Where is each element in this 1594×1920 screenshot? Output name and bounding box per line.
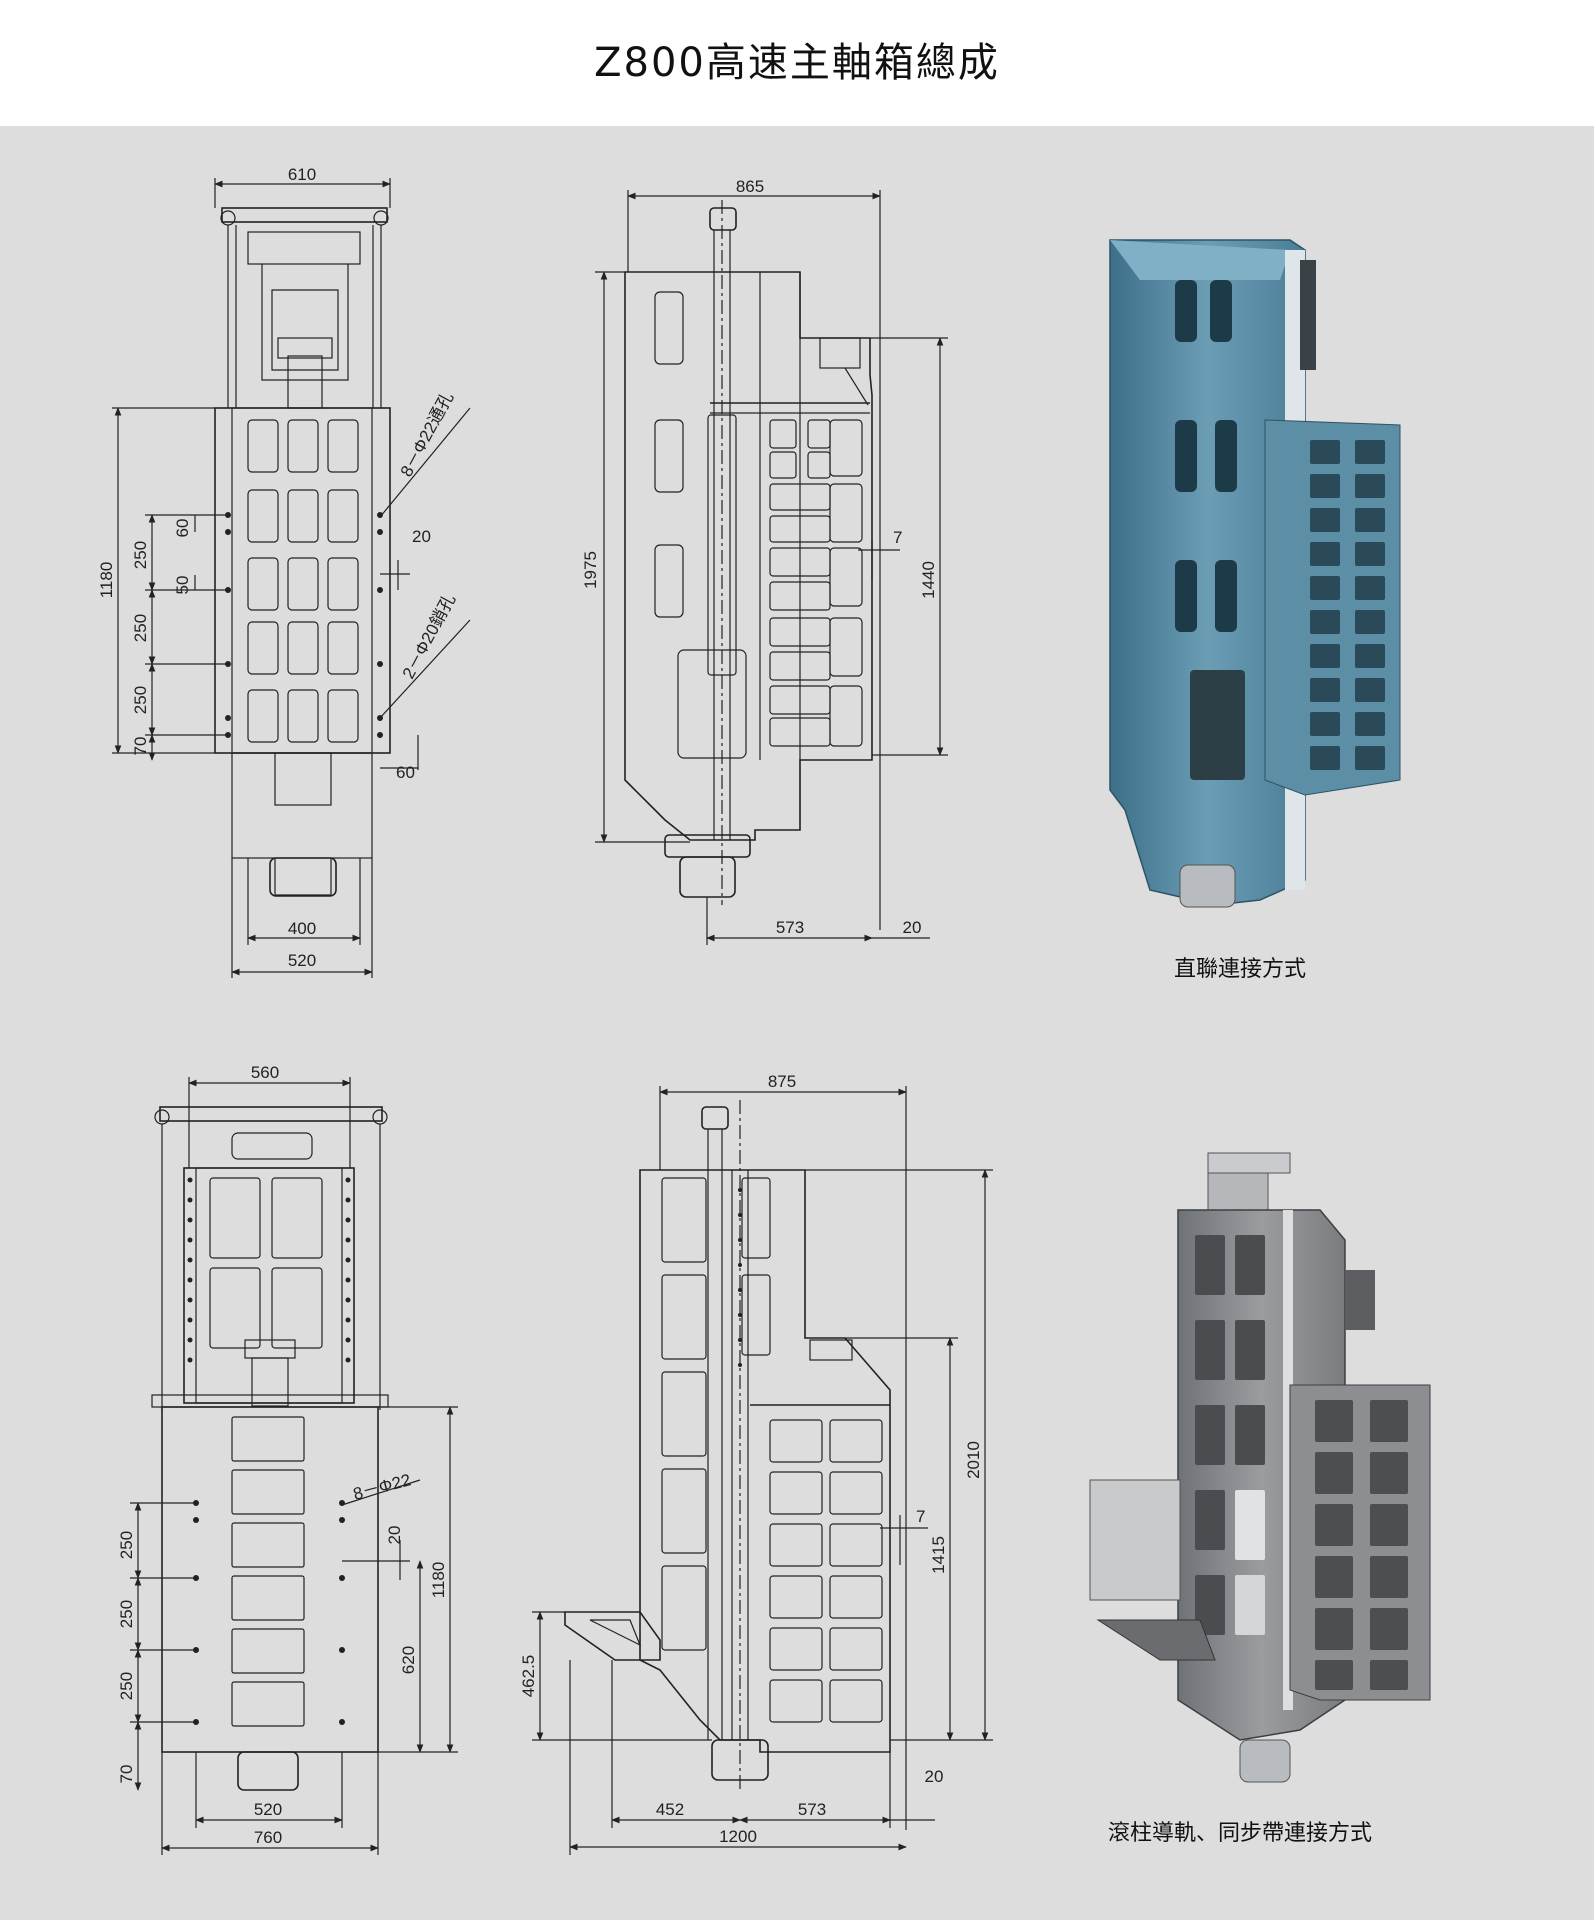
dim-60-left: 60 (173, 519, 192, 538)
dim-2010: 2010 (964, 1441, 983, 1479)
dim-250-f: 250 (117, 1672, 136, 1700)
dim-20-top: 20 (903, 918, 922, 937)
dim-7-top: 7 (893, 528, 902, 547)
caption-roller: 滾柱導軌、同步帶連接方式 (1108, 1821, 1372, 1846)
dim-865: 865 (736, 177, 764, 196)
dim-400: 400 (288, 919, 316, 938)
dim-573-top: 573 (776, 918, 804, 937)
hole-label-pin: 2－Φ20銷孔 (399, 591, 459, 682)
dim-620: 620 (399, 1646, 418, 1674)
hole-label-b: 8－Φ22 (351, 1470, 413, 1504)
front-view-roller: 560 250 250 250 70 8－Φ22 20 1180 620 520… (117, 1063, 458, 1855)
dim-250-c: 250 (131, 686, 150, 714)
dim-1200: 1200 (719, 1827, 757, 1846)
side-view-direct: 865 1975 1440 7 573 20 (581, 177, 948, 945)
dim-1180: 1180 (97, 562, 116, 599)
dim-7-bottom: 7 (916, 1507, 925, 1526)
dim-20-bottom: 20 (925, 1767, 944, 1786)
dim-70: 70 (131, 737, 150, 756)
dim-452: 452 (656, 1800, 684, 1819)
page-title: Z800高速主軸箱總成 (594, 40, 1000, 86)
dim-1440: 1440 (919, 561, 938, 599)
dim-560: 560 (251, 1063, 279, 1082)
dim-20-b: 20 (385, 1526, 404, 1545)
dim-1415: 1415 (929, 1536, 948, 1574)
dim-573-bottom: 573 (798, 1800, 826, 1819)
dim-875: 875 (768, 1072, 796, 1091)
dim-250-e: 250 (117, 1600, 136, 1628)
gray-casting-render (1089, 1152, 1431, 1783)
dim-60-right: 60 (396, 763, 415, 782)
dim-250-d: 250 (117, 1531, 136, 1559)
side-view-roller: 875 2010 1415 7 462.5 452 573 20 1200 (519, 1072, 993, 1855)
dim-20-right: 20 (412, 527, 431, 546)
blue-casting-render (1109, 239, 1401, 908)
dim-70-b: 70 (117, 1765, 136, 1784)
dim-50: 50 (173, 576, 192, 595)
dim-520-b: 520 (254, 1800, 282, 1819)
caption-direct: 直聯連接方式 (1174, 957, 1306, 982)
dim-250-a: 250 (131, 541, 150, 569)
dim-520: 520 (288, 951, 316, 970)
dim-462-5: 462.5 (519, 1655, 538, 1698)
dim-1180-b: 1180 (429, 1562, 448, 1599)
dim-760: 760 (254, 1828, 282, 1847)
dim-1975: 1975 (581, 551, 600, 589)
front-view-direct: 610 1180 250 250 250 70 60 50 20 60 8－Φ2… (97, 165, 471, 978)
dim-610: 610 (288, 165, 316, 184)
dim-250-b: 250 (131, 614, 150, 642)
